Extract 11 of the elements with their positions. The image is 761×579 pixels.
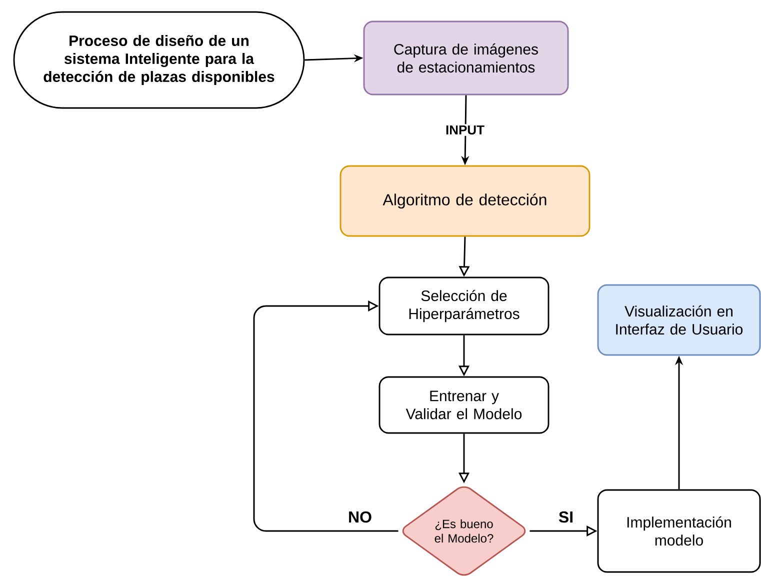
- process-box: Selección de Hiperparámetros: [378, 276, 550, 336]
- process-box: Entrenar y Validar el Modelo: [378, 376, 550, 434]
- process-box: Algoritmo de detección: [340, 165, 590, 237]
- start-terminal: Proceso de diseño de un sistema Inteligente para la detección de plazas disponibles: [13, 11, 305, 109]
- output-box: Visualización en Interfaz de Usuario: [597, 284, 761, 356]
- edge-label: INPUT: [444, 124, 486, 136]
- edge-label: SI: [558, 511, 572, 523]
- arrow: [253, 300, 398, 532]
- process-box: Captura de imágenes de estacionamientos: [363, 20, 569, 96]
- process-box: Implementación modelo: [597, 489, 761, 573]
- edge-label: NO: [349, 511, 372, 523]
